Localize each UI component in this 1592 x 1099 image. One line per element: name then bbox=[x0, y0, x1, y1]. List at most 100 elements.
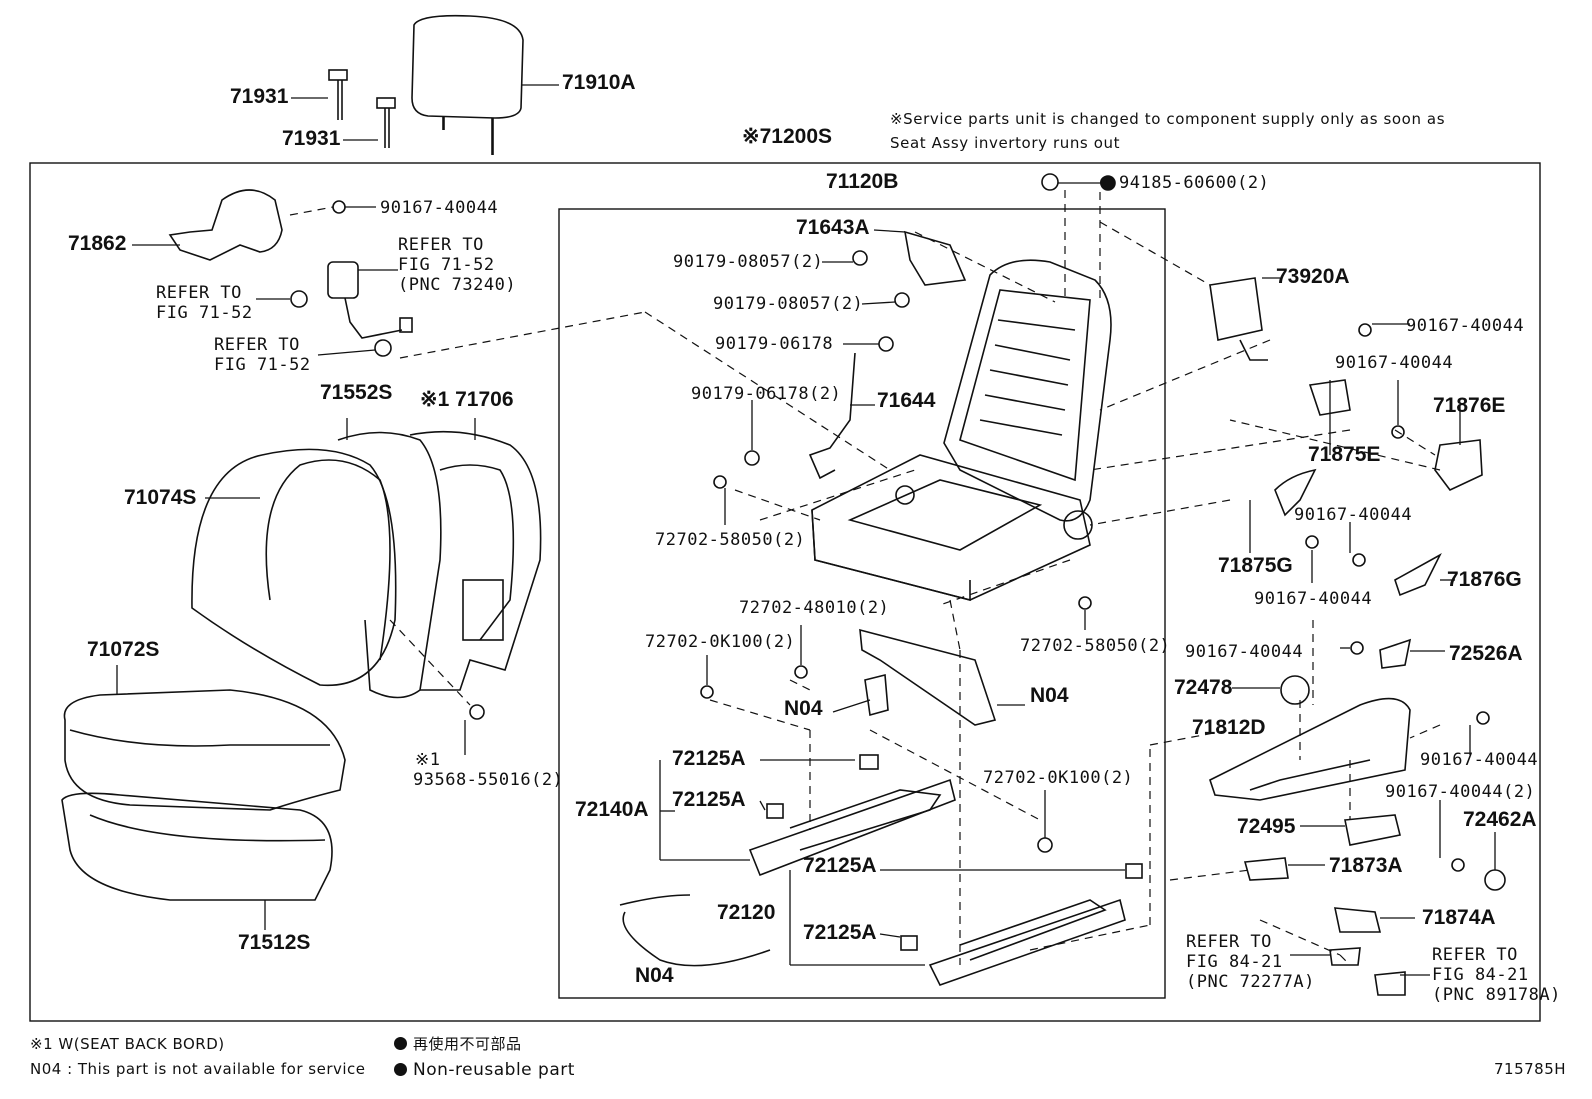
seat-cover-drawing bbox=[61, 430, 542, 901]
label-71812d: 71812D bbox=[1192, 716, 1266, 739]
label-90167-40044-2: 90167-40044 bbox=[1406, 316, 1525, 336]
label-71931-b: 71931 bbox=[282, 127, 341, 150]
ref-line: REFER TO bbox=[1432, 945, 1518, 965]
label-93568-mark: ※1 bbox=[415, 750, 441, 770]
label-71876g: 71876G bbox=[1447, 568, 1522, 591]
label-71552s: 71552S bbox=[320, 381, 393, 404]
label-72526a: 72526A bbox=[1449, 642, 1523, 665]
label-72125a-4: 72125A bbox=[803, 921, 877, 944]
ref-line: REFER TO bbox=[398, 235, 484, 255]
label-n04-c: N04 bbox=[635, 964, 674, 987]
label-71072s: 71072S bbox=[87, 638, 160, 661]
dashed-lines bbox=[289, 190, 1441, 966]
label-71200s: ※71200S bbox=[742, 125, 832, 148]
ref-fig-71-52-c: REFER TO FIG 71-52 bbox=[214, 335, 311, 375]
ref-line: FIG 71-52 bbox=[398, 255, 495, 275]
label-72120: 72120 bbox=[717, 901, 776, 924]
label-72462a: 72462A bbox=[1463, 808, 1537, 831]
label-90167-40044-1: 90167-40044 bbox=[380, 198, 499, 218]
ref-line: REFER TO bbox=[156, 283, 242, 303]
ref-line: FIG 84-21 bbox=[1186, 952, 1283, 972]
lumbar-73920a-drawing bbox=[1209, 277, 1263, 341]
service-note-line1: ※Service parts unit is changed to compon… bbox=[890, 110, 1446, 128]
seat-frame-drawing bbox=[811, 259, 1112, 602]
cover-71862-drawing bbox=[168, 189, 283, 261]
seat-rails-drawing bbox=[748, 778, 1126, 986]
footer-note-2: N04 : This part is not available for ser… bbox=[30, 1060, 366, 1078]
label-71706: ※1 71706 bbox=[420, 388, 514, 411]
ref-line: REFER TO bbox=[214, 335, 300, 355]
label-71874a: 71874A bbox=[1422, 906, 1496, 929]
label-n04-b: N04 bbox=[784, 697, 823, 720]
headrest-drawing bbox=[411, 14, 524, 155]
label-71931-a: 71931 bbox=[230, 85, 289, 108]
leader-lines bbox=[116, 84, 1496, 976]
label-72478: 72478 bbox=[1174, 676, 1233, 699]
label-72495: 72495 bbox=[1237, 815, 1296, 838]
label-90179-08057-a: 90179-08057(2) bbox=[673, 252, 824, 272]
label-72140a: 72140A bbox=[575, 798, 649, 821]
legend-jp-text: 再使用不可部品 bbox=[413, 1035, 522, 1053]
label-71512s: 71512S bbox=[238, 931, 311, 954]
label-90167-40044-7: 90167-40044 bbox=[1420, 750, 1539, 770]
label-72702-58050-b: 72702-58050(2) bbox=[1020, 636, 1171, 656]
footer-note-1: ※1 W(SEAT BACK BORD) bbox=[30, 1035, 225, 1053]
service-note-line2: Seat Assy invertory runs out bbox=[890, 134, 1121, 152]
label-72702-58050-a: 72702-58050(2) bbox=[655, 530, 806, 550]
ref-fig-84-21-b: REFER TO FIG 84-21 (PNC 89178A) bbox=[1432, 945, 1561, 1005]
label-90167-40044-4: 90167-40044 bbox=[1294, 505, 1413, 525]
label-90167-40044-3: 90167-40044 bbox=[1335, 353, 1454, 373]
diagram-code: 715785H bbox=[1494, 1060, 1567, 1078]
ref-fig-71-52-a: REFER TO FIG 71-52 (PNC 73240) bbox=[398, 235, 516, 295]
label-71074s: 71074S bbox=[124, 486, 197, 509]
frame-assy-box bbox=[558, 208, 1166, 999]
label-71875e: 71875E bbox=[1308, 443, 1381, 466]
non-reusable-dot-icon bbox=[1100, 176, 1113, 189]
ref-fig-84-21-a: REFER TO FIG 84-21 (PNC 72277A) bbox=[1186, 932, 1315, 992]
legend-jp: 再使用不可部品 bbox=[394, 1034, 522, 1054]
legend-en-text: Non-reusable part bbox=[413, 1060, 575, 1080]
label-90179-06178: 90179-06178 bbox=[715, 334, 834, 354]
label-72702-48010: 72702-48010(2) bbox=[739, 598, 890, 618]
label-n04-a: N04 bbox=[1030, 684, 1069, 707]
label-71862: 71862 bbox=[68, 232, 127, 255]
legend-dot-icon bbox=[394, 1037, 407, 1050]
outer-frame bbox=[29, 162, 1541, 1022]
label-94185-text: 94185-60600(2) bbox=[1119, 173, 1270, 193]
label-72702-0k100-b: 72702-0K100(2) bbox=[983, 768, 1134, 788]
label-71120b: 71120B bbox=[826, 170, 899, 193]
ref-line: FIG 71-52 bbox=[156, 303, 253, 323]
label-73920a: 73920A bbox=[1276, 265, 1350, 288]
label-71910a: 71910A bbox=[562, 71, 636, 94]
ref-line: REFER TO bbox=[1186, 932, 1272, 952]
ref-line: FIG 71-52 bbox=[214, 355, 311, 375]
label-71875g: 71875G bbox=[1218, 554, 1293, 577]
label-90179-08057-b: 90179-08057(2) bbox=[713, 294, 864, 314]
label-90167-40044-5: 90167-40044 bbox=[1254, 589, 1373, 609]
ref-line: (PNC 89178A) bbox=[1432, 985, 1561, 1005]
label-71876e: 71876E bbox=[1433, 394, 1506, 417]
side-cover-71812d-drawing bbox=[1209, 697, 1411, 801]
label-94185-60600: 94185-60600(2) bbox=[1100, 173, 1269, 193]
ref-fig-71-52-b: REFER TO FIG 71-52 bbox=[156, 283, 253, 323]
label-71873a: 71873A bbox=[1329, 854, 1403, 877]
belt-buckle-drawing bbox=[327, 261, 413, 339]
label-93568-55016: 93568-55016(2) bbox=[413, 770, 564, 790]
legend-dot-icon bbox=[394, 1063, 407, 1076]
label-90179-06178-2: 90179-06178(2) bbox=[691, 384, 842, 404]
label-71644: 71644 bbox=[877, 389, 936, 412]
label-90167-40044-8: 90167-40044(2) bbox=[1385, 782, 1536, 802]
ref-line: (PNC 73240) bbox=[398, 275, 517, 295]
label-71643a: 71643A bbox=[796, 216, 870, 239]
label-90167-40044-6: 90167-40044 bbox=[1185, 642, 1304, 662]
label-72702-0k100-a: 72702-0K100(2) bbox=[645, 632, 796, 652]
legend-en: Non-reusable part bbox=[394, 1060, 575, 1080]
label-72125a-2: 72125A bbox=[672, 788, 746, 811]
label-72125a-1: 72125A bbox=[672, 747, 746, 770]
ref-line: FIG 84-21 bbox=[1432, 965, 1529, 985]
ref-line: (PNC 72277A) bbox=[1186, 972, 1315, 992]
headrest-guides-drawing bbox=[328, 69, 396, 148]
label-72125a-3: 72125A bbox=[803, 854, 877, 877]
